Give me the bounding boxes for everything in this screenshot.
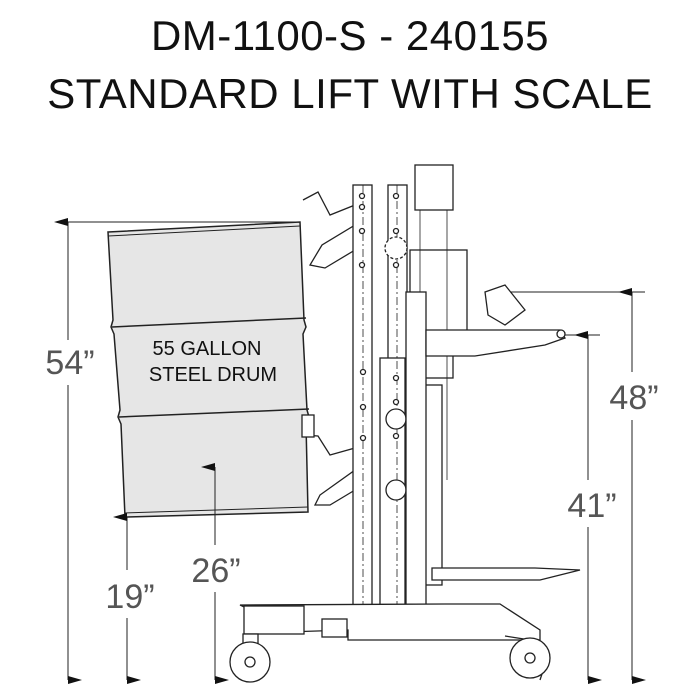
steel-drum: 55 GALLON STEEL DRUM [107, 221, 310, 518]
lift-machine [229, 164, 581, 683]
dimension-54: 54” [45, 344, 94, 382]
dimension-19: 19” [105, 578, 154, 616]
dimension-lines [54, 218, 646, 684]
drum-label-line-2: STEEL DRUM [149, 364, 277, 386]
dimension-41: 41” [567, 487, 616, 525]
dimension-26: 26” [191, 552, 240, 590]
drum-label-line-1: 55 GALLON [153, 338, 262, 360]
dimension-48: 48” [609, 379, 658, 417]
title-line-2: STANDARD LIFT WITH SCALE [47, 70, 653, 117]
title-line-1: DM-1100-S - 240155 [150, 12, 550, 59]
